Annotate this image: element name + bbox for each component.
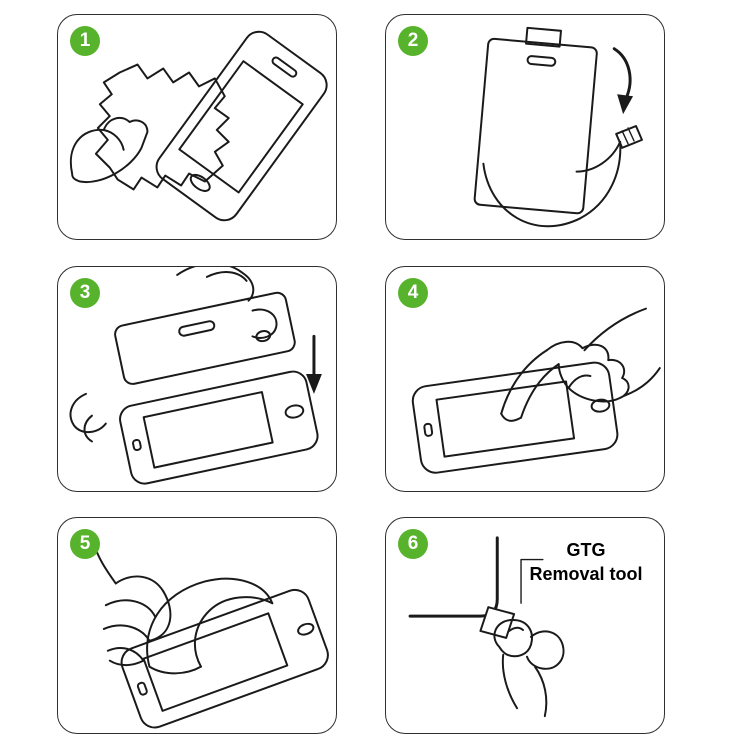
- illustration-align-glass: [69, 267, 322, 485]
- step-1-number: 1: [79, 30, 91, 51]
- phone-outline-icon: [155, 30, 328, 222]
- step-panel-5: 5: [57, 517, 337, 734]
- phone-outline-icon: [411, 361, 619, 474]
- step-3-number: 3: [79, 282, 91, 303]
- illustration-peel-backing: [473, 26, 643, 228]
- removal-tool-icon: [479, 606, 516, 639]
- step-panel-3: 3: [57, 266, 337, 492]
- step-1-number-badge: 1: [70, 26, 100, 56]
- step-4-number: 4: [407, 282, 419, 303]
- illustration-remove-top-layer: [92, 542, 329, 729]
- step-5-number-badge: 5: [70, 529, 100, 559]
- step-panel-6: 6 GTG Removal tool: [385, 517, 665, 734]
- peeled-film-icon: [146, 577, 274, 675]
- step-6-number: 6: [407, 533, 419, 554]
- protector-film-icon: [473, 26, 598, 215]
- phone-outline-icon: [120, 588, 329, 729]
- step-6-number-badge: 6: [398, 529, 428, 559]
- step-4-number-badge: 4: [398, 278, 428, 308]
- down-arrow-icon: [306, 334, 322, 394]
- step-5-number: 5: [79, 533, 91, 554]
- glass-sheet-icon: [114, 291, 296, 385]
- pressing-hand-icon: [500, 307, 661, 422]
- gripping-hand-icon: [92, 542, 172, 667]
- illustration-press-screen: [411, 307, 661, 474]
- step-panel-4: 4: [385, 266, 665, 492]
- step-panel-2: 2: [385, 14, 665, 240]
- step-3-number-badge: 3: [70, 278, 100, 308]
- illustration-removal-tool: [408, 536, 565, 718]
- step-2-number-badge: 2: [398, 26, 428, 56]
- peeled-layer-icon: [482, 125, 643, 228]
- curved-arrow-icon: [612, 47, 634, 115]
- holding-fingers-icon: [69, 267, 278, 443]
- phone-outline-icon: [119, 370, 319, 485]
- removal-tool-label: GTG Removal tool: [510, 538, 662, 587]
- step-2-number: 2: [407, 30, 419, 51]
- illustration-clean-screen: [69, 30, 328, 222]
- removal-tool-label-line1: GTG: [566, 540, 606, 560]
- removal-tool-label-line2: Removal tool: [529, 564, 643, 585]
- pinching-fingers-icon: [493, 619, 565, 718]
- label-leader-line: [520, 558, 544, 604]
- step-panel-1: 1: [57, 14, 337, 240]
- hand-icon: [69, 116, 149, 184]
